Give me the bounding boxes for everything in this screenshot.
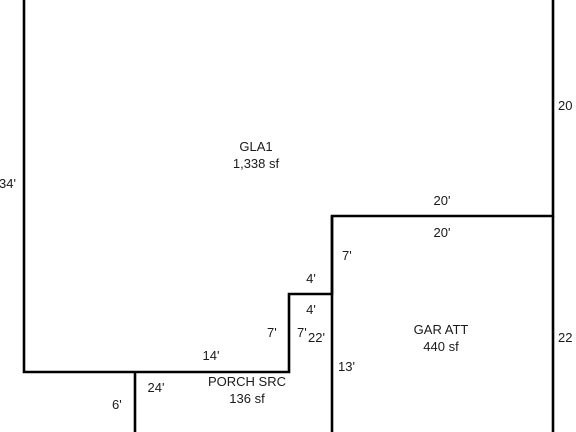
dim-gar-left-upper: 22' (308, 330, 325, 345)
dim-gla-bottom: 14' (203, 348, 220, 363)
gla1-area: 1,338 sf (233, 156, 280, 171)
dim-gla-step-top: 20' (434, 193, 451, 208)
dim-gar-left-lower: 13' (338, 359, 355, 374)
dim-gar-top: 20' (434, 225, 451, 240)
dim-gla-left: 34' (0, 176, 16, 191)
gla1-outline (22, 0, 555, 374)
dim-gar-right: 22 (558, 330, 572, 345)
gla1-name: GLA1 (239, 139, 272, 154)
dim-porch-left: 6' (112, 397, 122, 412)
dim-porch-top: 24' (148, 380, 165, 395)
dim-step-top: 4' (306, 271, 316, 286)
dim-step-inner-vertical: 7' (297, 325, 307, 340)
porch-area: 136 sf (229, 391, 265, 406)
dim-gla-step-vertical: 7' (342, 248, 352, 263)
dim-gla-right-upper: 20 (558, 98, 572, 113)
dim-step-left-vertical: 7' (267, 325, 277, 340)
dim-step-inner: 4' (306, 302, 316, 317)
garage-area: 440 sf (423, 339, 459, 354)
garage-name: GAR ATT (414, 322, 469, 337)
porch-name: PORCH SRC (208, 374, 286, 389)
